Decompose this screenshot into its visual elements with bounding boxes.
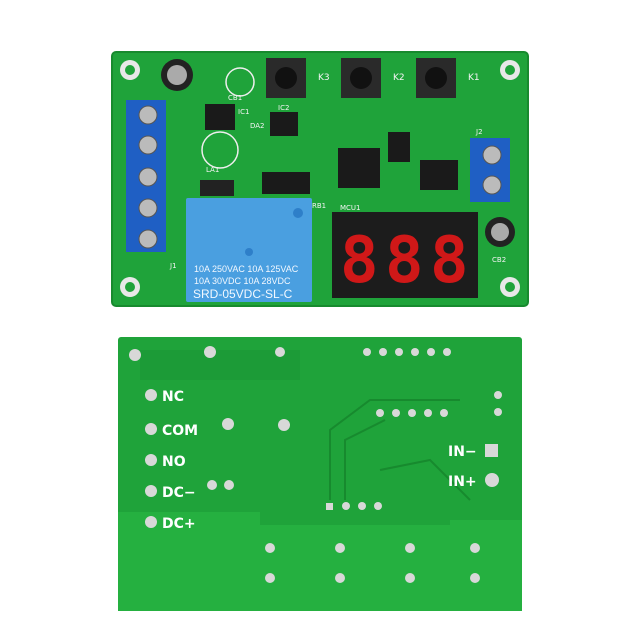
label-in-plus: IN+ bbox=[448, 474, 477, 490]
relay-rating-ac: 10A 250VAC 10A 125VAC bbox=[194, 264, 299, 274]
label-nc: NC bbox=[162, 389, 184, 405]
ic-chip bbox=[270, 112, 298, 136]
label-in-minus: IN− bbox=[448, 444, 477, 460]
label-k3: K3 bbox=[318, 73, 330, 83]
button-k2[interactable]: K2 bbox=[341, 58, 405, 98]
pad-com: COM bbox=[145, 423, 198, 439]
label-com: COM bbox=[162, 423, 198, 439]
pad-in-plus: IN+ bbox=[448, 473, 499, 490]
label-j1: J1 bbox=[169, 262, 177, 270]
label-dc-minus: DC− bbox=[162, 485, 196, 501]
screw-terminal-right bbox=[470, 138, 510, 202]
diode bbox=[200, 180, 234, 196]
relay-model: SRD-05VDC-SL-C bbox=[193, 287, 293, 301]
label-k1: K1 bbox=[468, 73, 480, 83]
label-cb1: CB1 bbox=[228, 94, 242, 102]
optocoupler bbox=[262, 172, 310, 194]
label-k2: K2 bbox=[393, 73, 405, 83]
chip bbox=[420, 160, 458, 190]
button-k3[interactable]: K3 bbox=[266, 58, 330, 98]
label-cb2: CB2 bbox=[492, 256, 506, 264]
label-mcu1: MCU1 bbox=[340, 204, 361, 212]
relay: 10A 250VAC 10A 125VAC 10A 30VDC 10A 28VD… bbox=[186, 198, 312, 302]
label-no: NO bbox=[162, 454, 186, 470]
label-j2: J2 bbox=[475, 128, 483, 136]
display-digit: 8 bbox=[430, 224, 469, 298]
display-digit: 8 bbox=[340, 224, 379, 298]
label-ic1: IC1 bbox=[238, 108, 249, 116]
inductor-outline bbox=[201, 131, 239, 169]
pad-dc-minus: DC− bbox=[145, 485, 196, 501]
button-k1[interactable]: K1 bbox=[416, 58, 480, 98]
label-rb1: RB1 bbox=[312, 202, 326, 210]
label-ic2: IC2 bbox=[278, 104, 289, 112]
label-dc-plus: DC+ bbox=[162, 516, 196, 532]
transistor bbox=[388, 132, 410, 162]
led-display: 8 8 8 bbox=[332, 212, 478, 298]
ic-chip bbox=[205, 104, 235, 130]
label-da2: DA2 bbox=[250, 122, 265, 130]
mcu-chip bbox=[338, 148, 380, 188]
display-digit: 8 bbox=[385, 224, 424, 298]
screw-terminal-left bbox=[126, 100, 166, 252]
pad-no: NO bbox=[145, 454, 186, 470]
pad-dc-plus: DC+ bbox=[145, 516, 196, 532]
label-la1: LA1 bbox=[206, 166, 219, 174]
pad-in-minus: IN− bbox=[448, 444, 498, 460]
relay-rating-dc: 10A 30VDC 10A 28VDC bbox=[194, 276, 291, 286]
bottom-board: NC COM NO DC− DC+ IN− IN+ bbox=[118, 337, 522, 611]
pad-nc: NC bbox=[145, 389, 184, 405]
top-board: K3 K2 K1 IC2 IC1 CB1 J1 J2 bbox=[111, 51, 529, 307]
